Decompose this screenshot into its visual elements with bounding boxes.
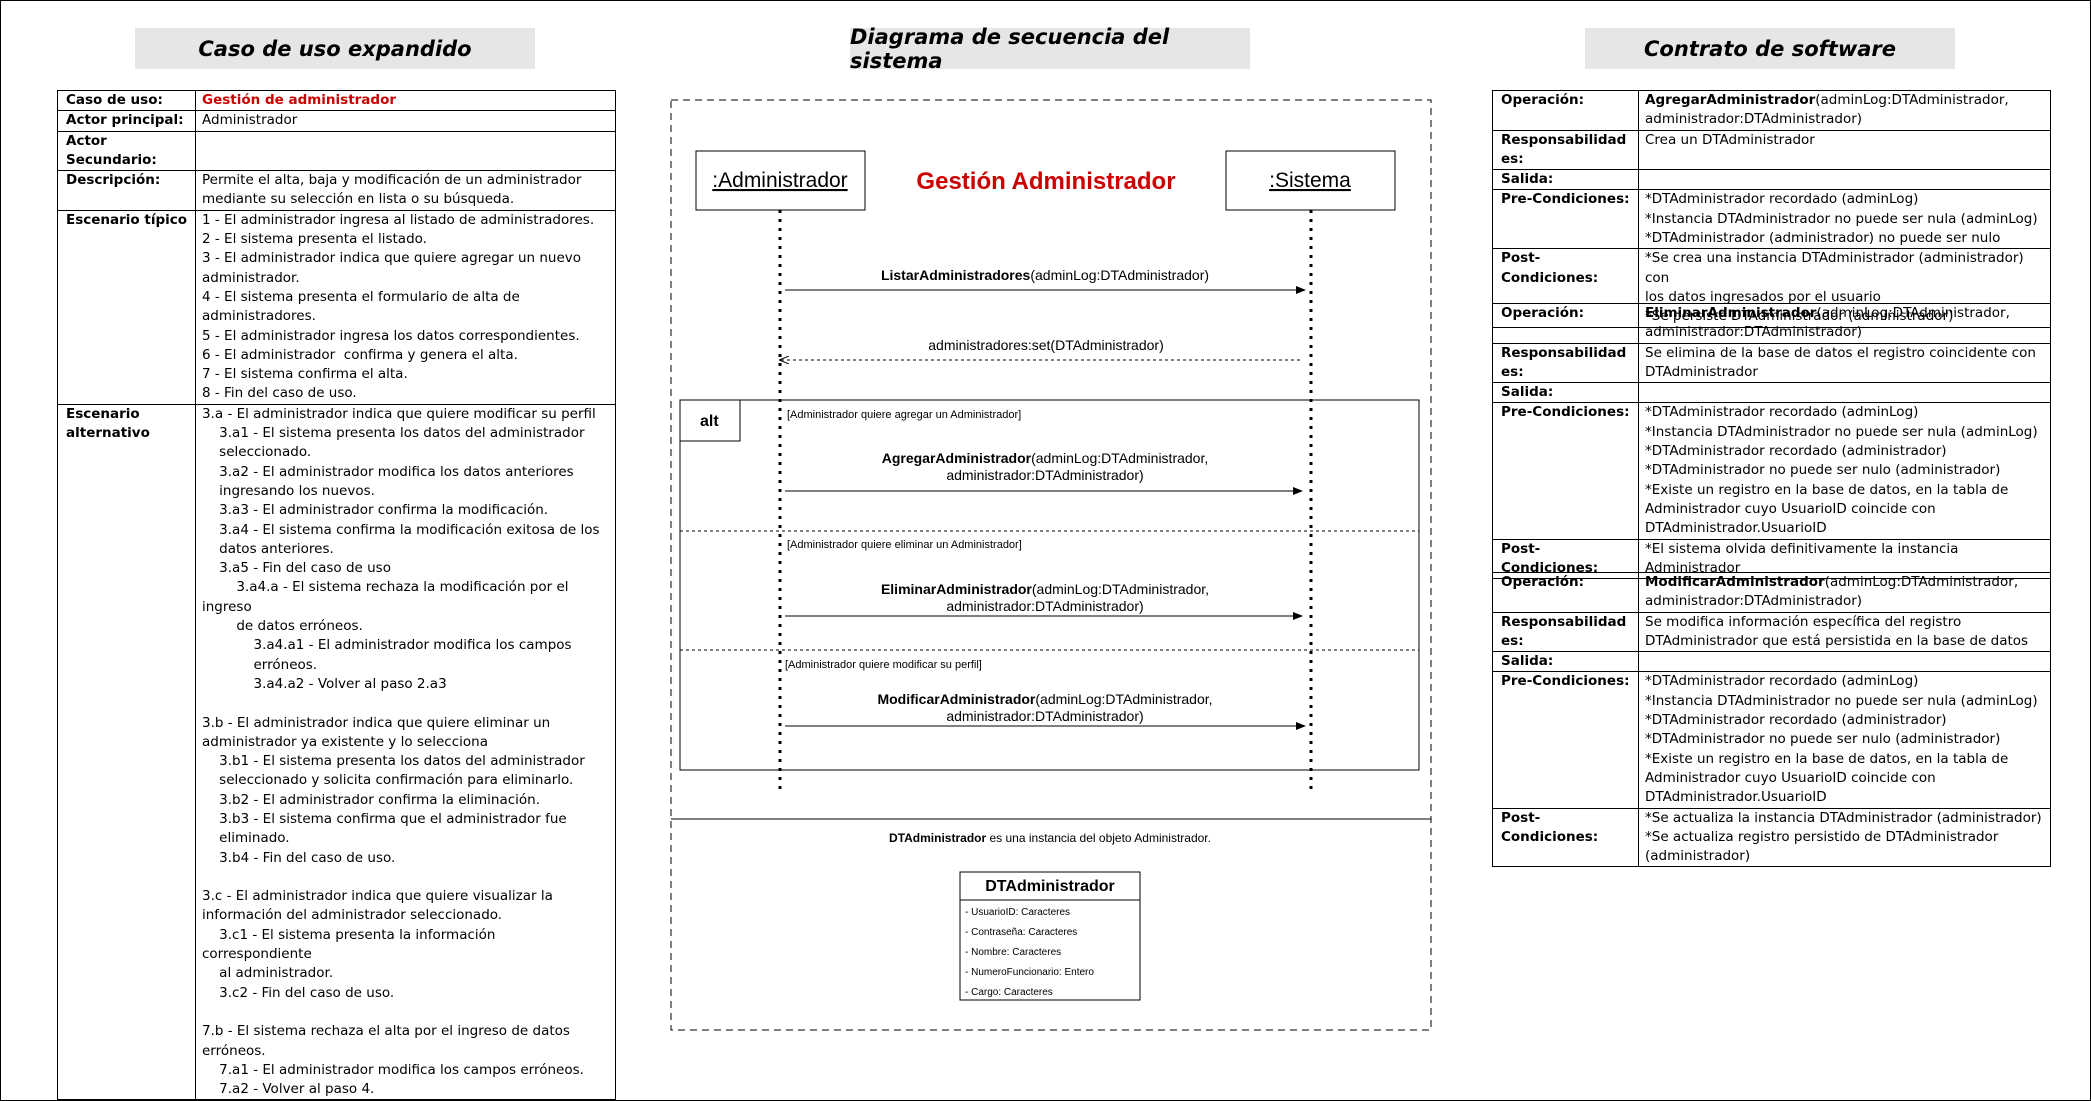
message-eliminar: EliminarAdministrador(adminLog:DTAdminis… (881, 581, 1209, 597)
class-attr: - UsuarioID: Caracteres (965, 907, 1070, 918)
class-attr: - Contraseña: Caracteres (965, 927, 1077, 938)
table-row: Responsabilidades: Se modifica informaci… (1492, 611, 2051, 653)
table-row: Escenario típico 1 - El administrador in… (57, 209, 616, 405)
alternative-scenario-key: Escenario alternativo (57, 403, 196, 1101)
message-eliminar-line2: administrador:DTAdministrador) (946, 598, 1143, 614)
table-row: Escenario alternativo 3.a - El administr… (57, 403, 616, 1101)
operation-key: Operación: (1492, 90, 1639, 131)
alt-label: alt (700, 413, 719, 430)
output-key: Salida: (1492, 382, 1639, 404)
operation-value: ModificarAdministrador(adminLog:DTAdmini… (1638, 572, 2051, 613)
alt-tab (680, 400, 741, 442)
table-row: Responsabilidades: Crea un DTAdministrad… (1492, 129, 2051, 171)
table-row: Post-Condiciones: *Se actualiza la insta… (1492, 807, 2051, 868)
contract-table-modificar: Operación: ModificarAdministrador(adminL… (1492, 572, 2051, 868)
table-row: Operación: AgregarAdministrador(adminLog… (1492, 90, 2051, 131)
preconditions-value: *DTAdministrador recordado (adminLog) *I… (1638, 671, 2051, 809)
header-contract: Contrato de software (1585, 28, 1955, 69)
return-administradores: administradores:set(DTAdministrador) (928, 337, 1163, 353)
secondary-actor-key: Actor Secundario: (57, 130, 196, 172)
class-name: DTAdministrador (985, 878, 1114, 895)
table-row: Salida: (1492, 651, 2051, 673)
class-dtadministrador: DTAdministrador - UsuarioID: Caracteres … (959, 871, 1141, 1001)
description-key: Descripción: (57, 170, 196, 211)
class-attr: - Cargo: Caracteres (965, 987, 1053, 998)
table-row: Descripción: Permite el alta, baja y mod… (57, 170, 616, 211)
message-agregar: AgregarAdministrador(adminLog:DTAdminist… (882, 450, 1209, 466)
output-value (1638, 169, 2051, 191)
header-sequence: Diagrama de secuencia del sistema (850, 25, 1250, 73)
operation-value: EliminarAdministrador(adminLog:DTAdminis… (1638, 303, 2051, 344)
table-row: Actor principal: Administrador (57, 110, 616, 132)
operation-value: AgregarAdministrador(adminLog:DTAdminist… (1638, 90, 2051, 131)
table-row: Actor Secundario: (57, 130, 616, 172)
responsibilities-value: Se modifica información específica del r… (1638, 611, 2051, 653)
operation-key: Operación: (1492, 572, 1639, 613)
preconditions-key: Pre-Condiciones: (1492, 189, 1639, 250)
contract-table-eliminar: Operación: EliminarAdministrador(adminLo… (1492, 303, 2051, 580)
description-value: Permite el alta, baja y modificación de … (195, 170, 616, 211)
message-agregar-line2: administrador:DTAdministrador) (946, 467, 1143, 483)
typical-scenario-value: 1 - El administrador ingresa al listado … (195, 209, 616, 405)
output-key: Salida: (1492, 169, 1639, 191)
contract-table-agregar: Operación: AgregarAdministrador(adminLog… (1492, 90, 2051, 328)
dt-note: DTAdministrador es una instancia del obj… (889, 831, 1211, 845)
use-case-table: Caso de uso: Gestión de administrador Ac… (57, 89, 616, 1101)
table-row: Responsabilidades: Se elimina de la base… (1492, 342, 2051, 384)
operation-key: Operación: (1492, 303, 1639, 344)
guard-eliminar: [Administrador quiere eliminar un Admini… (787, 539, 1022, 551)
alt-fragment (679, 399, 1420, 771)
actor-administrador-label: :Administrador (712, 169, 847, 192)
preconditions-key: Pre-Condiciones: (1492, 402, 1639, 540)
message-modificar-line2: administrador:DTAdministrador) (946, 708, 1143, 724)
message-modificar: ModificarAdministrador(adminLog:DTAdmini… (877, 691, 1212, 707)
table-row: Salida: (1492, 169, 2051, 191)
use-case-key: Caso de uso: (57, 89, 196, 112)
responsibilities-key: Responsabilidades: (1492, 129, 1639, 171)
use-case-name: Gestión de administrador (195, 89, 616, 112)
responsibilities-value: Crea un DTAdministrador (1638, 129, 2051, 171)
table-row: Salida: (1492, 382, 2051, 404)
postconditions-value: *Se actualiza la instancia DTAdministrad… (1638, 807, 2051, 868)
postconditions-key: Post-Condiciones: (1492, 807, 1639, 868)
table-row: Caso de uso: Gestión de administrador (57, 89, 616, 112)
alternative-scenario-value: 3.a - El administrador indica que quiere… (195, 403, 616, 1101)
preconditions-key: Pre-Condiciones: (1492, 671, 1639, 809)
table-row: Operación: EliminarAdministrador(adminLo… (1492, 303, 2051, 344)
guard-agregar: [Administrador quiere agregar un Adminis… (787, 409, 1021, 421)
table-row: Pre-Condiciones: *DTAdministrador record… (1492, 402, 2051, 540)
preconditions-value: *DTAdministrador recordado (adminLog) *I… (1638, 189, 2051, 250)
actor-administrador: :Administrador (695, 150, 866, 211)
message-listar: ListarAdministradores(adminLog:DTAdminis… (881, 267, 1209, 283)
sequence-diagram: :Administrador :Sistema Gestión Administ… (670, 99, 1432, 1031)
output-key: Salida: (1492, 651, 1639, 673)
class-attr: - NumeroFuncionario: Entero (965, 967, 1094, 978)
guard-modificar: [Administrador quiere modificar su perfi… (785, 659, 982, 671)
actor-sistema: :Sistema (1225, 150, 1396, 211)
primary-actor-key: Actor principal: (57, 110, 196, 132)
table-row: Pre-Condiciones: *DTAdministrador record… (1492, 671, 2051, 809)
output-value (1638, 651, 2051, 673)
header-use-case: Caso de uso expandido (135, 28, 535, 69)
responsibilities-value: Se elimina de la base de datos el regist… (1638, 342, 2051, 384)
typical-scenario-key: Escenario típico (57, 209, 196, 405)
preconditions-value: *DTAdministrador recordado (adminLog) *I… (1638, 402, 2051, 540)
primary-actor-value: Administrador (195, 110, 616, 132)
output-value (1638, 382, 2051, 404)
responsibilities-key: Responsabilidades: (1492, 342, 1639, 384)
actor-sistema-label: :Sistema (1269, 169, 1351, 192)
table-row: Pre-Condiciones: *DTAdministrador record… (1492, 189, 2051, 250)
responsibilities-key: Responsabilidades: (1492, 611, 1639, 653)
class-attr: - Nombre: Caracteres (965, 947, 1061, 958)
diagram-title: Gestión Administrador (916, 168, 1175, 195)
secondary-actor-value (195, 130, 616, 172)
diagram-frame (670, 99, 1432, 1031)
table-row: Operación: ModificarAdministrador(adminL… (1492, 572, 2051, 613)
